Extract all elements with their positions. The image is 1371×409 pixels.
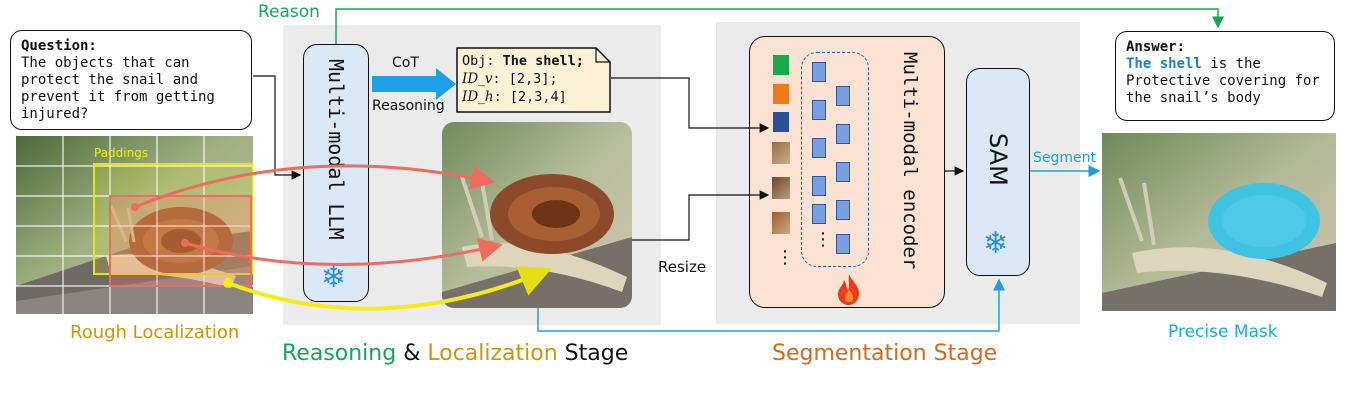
text-token-green (773, 55, 789, 75)
cot-idv-key: ID_v (462, 71, 493, 87)
precise-mask-label: Precise Mask (1168, 322, 1278, 342)
cot-obj-value: The shell; (502, 53, 584, 69)
feature-cube (836, 86, 850, 106)
cot-idh-key: ID_h (462, 89, 494, 105)
input-snail-image (16, 136, 253, 314)
paddings-label: Paddings (94, 146, 149, 160)
segmentation-stage-title: Segmentation Stage (772, 341, 998, 366)
llm-label: Multi-modal LLM (324, 59, 348, 240)
resize-label: Resize (658, 258, 707, 276)
feature-ellipsis: ⋮ (814, 229, 832, 250)
input-snail-photo (16, 136, 253, 314)
output-mask-image (1102, 133, 1336, 311)
cot-label: CoT (392, 55, 419, 71)
output-mask-photo (1102, 133, 1336, 311)
question-text: The objects that can protect the snail a… (21, 55, 215, 122)
snowflake-icon: ❄ (983, 226, 1009, 261)
cot-idv-value: : [2,3]; (492, 71, 558, 87)
answer-bubble: Answer: The shell is the Protective cove… (1115, 31, 1335, 121)
feature-cube (812, 138, 826, 158)
reason-label: Reason (258, 2, 320, 22)
answer-highlight: The shell (1126, 56, 1202, 72)
cot-output-box (456, 47, 611, 113)
question-bubble: Question: The objects that can protect t… (10, 30, 252, 130)
feature-cube (812, 176, 826, 196)
reasoning-localization-stage-title: Reasoning & Localization Stage (282, 341, 628, 366)
feature-cube (836, 234, 850, 254)
fire-icon (838, 274, 860, 305)
cropped-snail-photo (442, 122, 632, 308)
answer-text: The shell is the Protective covering for… (1126, 56, 1324, 107)
cot-output-text: Obj: The shell; ID_v: [2,3]; ID_h: [2,3,… (462, 52, 584, 106)
feature-cube (836, 124, 850, 144)
stage-title-localization: Localization (427, 341, 558, 366)
answer-heading: Answer: (1126, 39, 1186, 55)
stage-title-amp: & (396, 341, 428, 366)
feature-cube (812, 100, 826, 120)
feature-cube (812, 62, 826, 82)
answer-rest: is the Protective covering for the snail… (1126, 56, 1320, 106)
feature-group-dashed (801, 52, 869, 267)
text-token-blue (773, 112, 789, 132)
image-patch-2 (772, 177, 790, 199)
stage-title-stage: Stage (557, 341, 629, 366)
rough-localization-label: Rough Localization (70, 322, 240, 343)
stage-title-reasoning: Reasoning (282, 341, 397, 366)
cot-obj-key: Obj: (462, 53, 495, 69)
text-token-orange (773, 84, 789, 104)
segment-label: Segment (1033, 150, 1096, 166)
question-heading: Question: (21, 38, 97, 54)
reasoning-label: Reasoning (372, 98, 445, 114)
feature-cube (836, 200, 850, 220)
sam-block: SAM ❄ (966, 68, 1030, 276)
snowflake-icon: ❄ (321, 260, 347, 295)
sam-label: SAM (984, 133, 1012, 186)
feature-cube (812, 204, 826, 224)
patch-ellipsis: ⋮ (776, 247, 794, 268)
cropped-snail-image (442, 122, 632, 308)
encoder-label: Multi-modal encoder (899, 52, 921, 270)
feature-cube (836, 162, 850, 182)
cot-idh-value: : [2,3,4] (493, 89, 567, 105)
multimodal-llm-block: Multi-modal LLM ❄ (303, 44, 369, 302)
image-patch-3 (772, 212, 790, 234)
cot-arrow (372, 68, 456, 100)
image-patch-1 (772, 142, 790, 164)
